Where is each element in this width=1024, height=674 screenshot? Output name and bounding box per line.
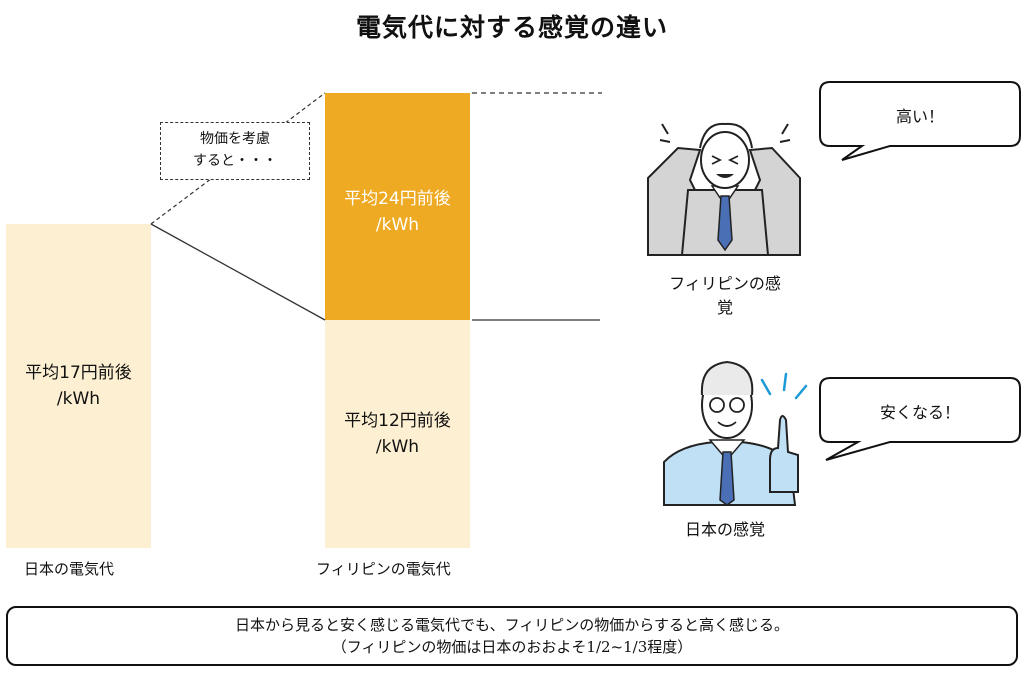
japan-bar-label: 平均17円前後 /kWh	[6, 360, 151, 412]
philippines-bar-top	[325, 93, 470, 320]
speech-bubble-high	[819, 81, 1021, 161]
japan-axis-label: 日本の電気代	[24, 560, 115, 578]
japan-bar-unit: /kWh	[56, 389, 101, 409]
philippines-top-unit: /kWh	[375, 215, 420, 235]
speech-cheaper-text: 安くなる！	[879, 403, 960, 422]
note-line-2: すると・・・	[193, 153, 277, 169]
philippine-caption-line-2: 覚	[716, 298, 733, 317]
philippine-caption-line-1: フィリピンの感	[669, 274, 781, 293]
price-note-box: 物価を考慮 すると・・・	[160, 122, 310, 180]
smiling-man-illustration	[663, 360, 808, 506]
philippines-bottom-unit: /kWh	[375, 437, 420, 457]
philippine-sense-caption: フィリピンの感 覚	[640, 272, 810, 320]
philippines-top-value: 平均24円前後	[344, 189, 451, 209]
summary-line-2: （フィリピンの物価は日本のおおよそ1/2~1/3程度）	[331, 638, 693, 656]
philippines-axis-label: フィリピンの電気代	[316, 560, 451, 578]
philippines-bar-bottom	[325, 320, 470, 548]
summary-box: 日本から見ると安く感じる電気代でも、フィリピンの物価からすると高く感じる。 （フ…	[6, 606, 1018, 666]
speech-high-text: 高い！	[895, 107, 944, 126]
japan-bar-value: 平均17円前後	[25, 363, 132, 383]
summary-line-1: 日本から見ると安く感じる電気代でも、フィリピンの物価からすると高く感じる。	[235, 616, 789, 634]
philippines-bar-top-label: 平均24円前後 /kWh	[325, 186, 470, 238]
connector-solid-line	[150, 223, 326, 321]
japan-sense-caption: 日本の感覚	[684, 520, 765, 539]
note-line-1: 物価を考慮	[200, 131, 270, 147]
stressed-man-illustration	[647, 122, 801, 256]
japan-bar	[6, 224, 151, 548]
philippines-bar-bottom-label: 平均12円前後 /kWh	[325, 408, 470, 460]
page-title: 電気代に対する感覚の違い	[355, 13, 668, 42]
speech-bubble-cheaper	[819, 377, 1021, 461]
philippines-bottom-value: 平均12円前後	[344, 411, 451, 431]
